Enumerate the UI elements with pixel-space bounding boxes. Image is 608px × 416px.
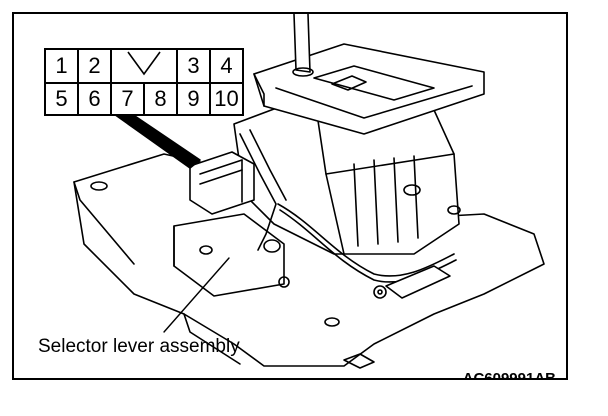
- connector-body: [189, 151, 255, 215]
- pin-10: 10: [209, 82, 244, 116]
- lever-shaft: [293, 14, 311, 73]
- pin-9: 9: [176, 82, 211, 116]
- pin-8: 8: [143, 82, 178, 116]
- connector-pin-diagram: 1 2 3 4 5 6 7 8 9 10: [44, 48, 244, 116]
- pin-5: 5: [44, 82, 79, 116]
- shift-cable: [277, 203, 455, 277]
- pin-6: 6: [77, 82, 112, 116]
- connector-top-row: 1 2 3 4: [44, 48, 244, 84]
- callout-leader-line: [163, 257, 230, 333]
- pin-3: 3: [176, 48, 211, 84]
- pin-1: 1: [44, 48, 79, 84]
- figure-code: AC609991AB: [462, 370, 556, 380]
- pin-7: 7: [110, 82, 145, 116]
- connector-key: [110, 48, 178, 84]
- pin-2: 2: [77, 48, 112, 84]
- connector-bottom-row: 5 6 7 8 9 10: [44, 82, 244, 116]
- selector-lever-label: Selector lever assembly: [38, 336, 240, 357]
- selector-lever-drawing: [73, 14, 545, 369]
- pin-4: 4: [209, 48, 244, 84]
- figure-frame: 1 2 3 4 5 6 7 8 9 10 Selector lever asse…: [12, 12, 568, 380]
- triangle-key-icon: [127, 51, 161, 76]
